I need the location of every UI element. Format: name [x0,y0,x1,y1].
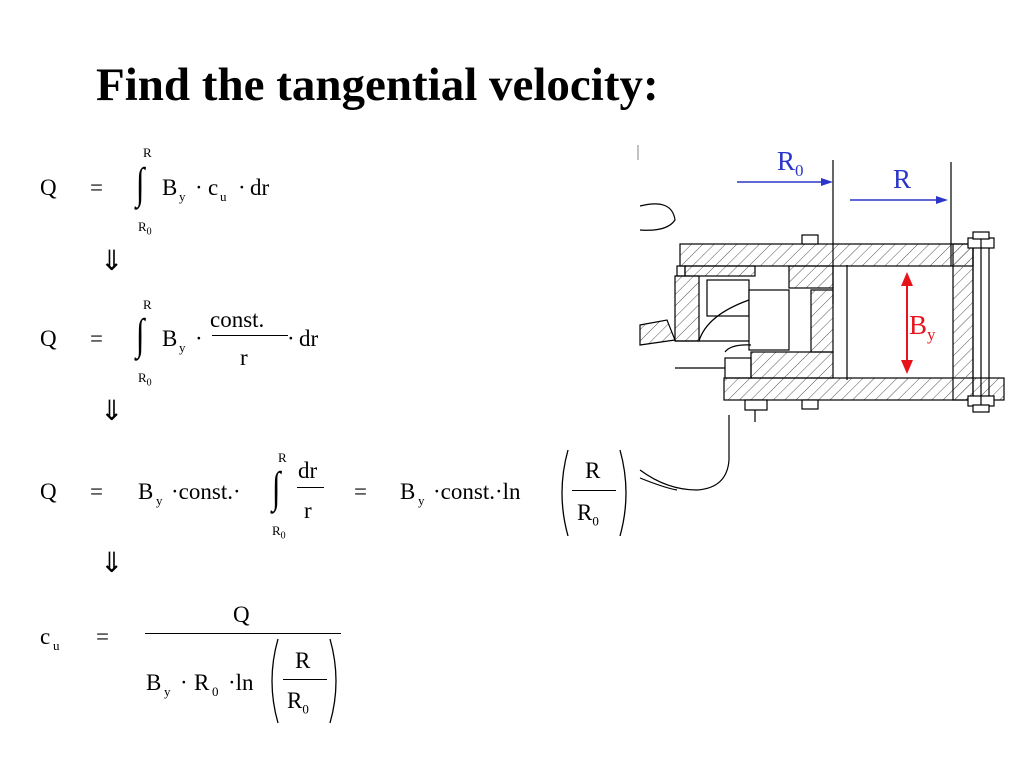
eq3-upper-limit: R [278,450,287,465]
eq2-dot2: · [287,326,295,351]
eq3-ln-denominator: R0 [577,500,599,529]
equation-4: c u = Q B y · R 0 ·ln R R0 [0,595,640,735]
eq1-dot1: · [195,175,203,200]
eq2-equals: = [90,326,103,351]
eq2-b-sub: y [179,340,186,355]
slide-title: Find the tangential velocity: [96,59,659,111]
eq4-ln-denominator: R0 [287,688,309,717]
implies-arrow-3: ⇓ [100,548,124,579]
eq1-b: B [162,175,178,200]
by-height-arrow [901,272,913,374]
eq3-b: B [138,479,154,504]
eq3-b2-sub: y [418,493,425,508]
eq4-lhs-sub: u [53,638,60,653]
eq4-numerator: Q [233,602,250,627]
eq4-parentheses [271,638,337,724]
eq3-b-sub: y [156,493,163,508]
eq4-dot: · [180,670,188,695]
eq3-ln-numerator: R [585,458,601,483]
eq2-b: B [162,326,178,351]
r-dimension-arrow [850,196,948,204]
eq4-ln: ·ln [228,670,254,695]
eq4-b: B [146,670,162,695]
eq3-lower-limit: R0 [272,523,286,542]
eq3-denominator: r [304,498,312,523]
eq4-ln-fraction-bar [283,679,327,681]
equation-1: Q = R ∫ R0 B y · c u · dr [0,140,640,280]
eq3-const: ·const.· [171,479,241,504]
integral-icon: ∫ [136,159,145,208]
r0-dimension-arrow [737,178,833,186]
eq1-equals: = [90,175,103,200]
label-r0: R0 [777,146,804,180]
label-by: By [909,310,936,344]
eq3-const-ln: ·const.·ln [433,479,521,504]
eq3-numerator: dr [298,458,318,483]
diagram-structure [637,145,1005,491]
equation-3: Q = B y ·const.· R ∫ R0 dr r = B y ·cons… [0,445,640,585]
eq3-lhs: Q [40,479,57,504]
eq4-r: R [194,670,210,695]
eq3-equals-2: = [354,479,367,504]
turbine-cross-section-diagram: R0 R By [637,145,1005,491]
eq3-ln-fraction-bar [572,490,616,492]
eq3-b2: B [400,479,416,504]
eq2-lower-limit: R0 [138,370,152,389]
eq3-parentheses [561,449,627,537]
eq1-c-sub: u [220,189,227,204]
implies-arrow-2: ⇓ [100,396,124,427]
eq1-c: c [208,175,219,200]
integral-icon: ∫ [136,310,145,359]
eq4-ln-numerator: R [295,648,311,673]
eq3-equals: = [90,479,103,504]
eq1-dot2: · [238,175,246,200]
eq3-fraction-bar [297,487,324,489]
eq1-lhs: Q [40,175,57,200]
label-r: R [893,164,911,194]
eq1-dr: dr [250,175,270,200]
eq2-fraction-bar [212,335,288,337]
eq2-numerator: const. [210,307,265,332]
eq2-dr: dr [299,326,319,351]
eq4-equals: = [96,624,109,649]
eq4-lhs: c [40,624,51,649]
eq2-lhs: Q [40,326,57,351]
eq4-fraction-bar [145,633,341,635]
equation-2: Q = R ∫ R0 B y · const. r · dr [0,295,640,435]
eq4-b-sub: y [164,684,171,699]
integral-icon: ∫ [272,463,281,512]
eq1-upper-limit: R [143,145,152,160]
eq4-r-sub: 0 [212,684,219,699]
eq2-dot1: · [195,326,203,351]
eq1-lower-limit: R0 [138,219,152,238]
eq2-upper-limit: R [143,297,152,312]
eq1-b-sub: y [179,189,186,204]
eq2-denominator: r [240,345,248,370]
implies-arrow-1: ⇓ [100,246,124,277]
